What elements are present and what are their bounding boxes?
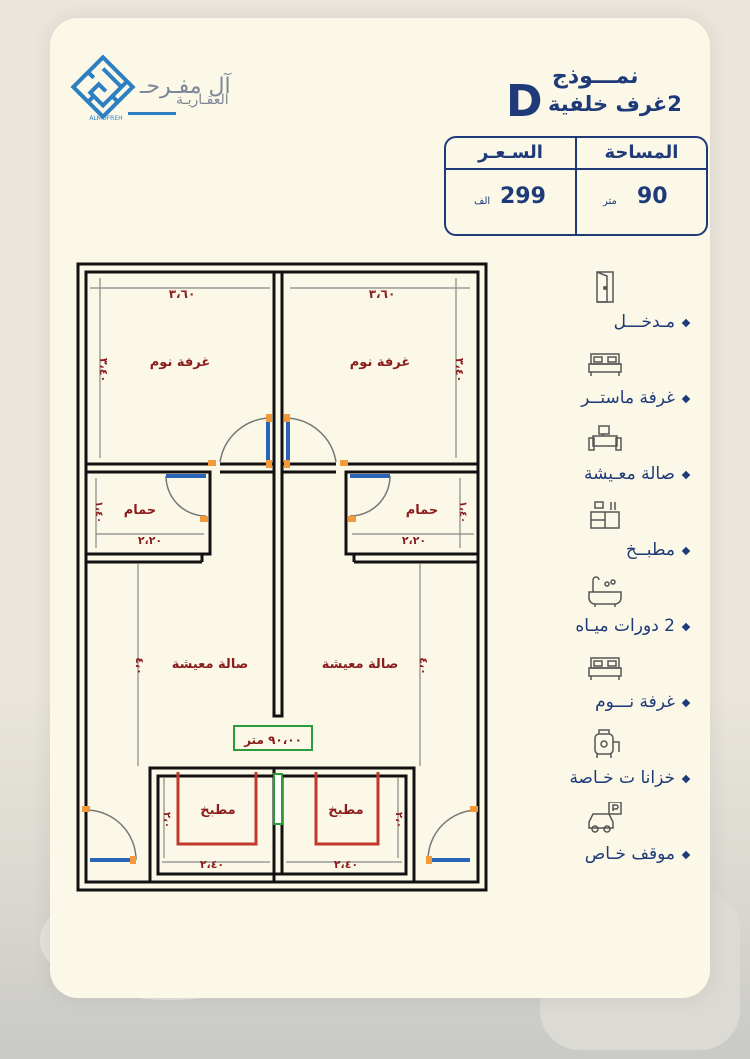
feature-living-room: صالة معـيشة <box>515 422 695 492</box>
living-label-right: صالة معيشة <box>322 657 399 672</box>
dim-kitchen-depth-left: ٢،٠ <box>161 812 172 828</box>
bullet <box>681 318 691 328</box>
model-letter: D <box>506 76 543 127</box>
bullet <box>681 698 691 708</box>
feature-bedroom: غرفة نـــوم <box>515 650 695 720</box>
dim-bedroom-width-right: ٣،٦٠ <box>369 287 396 301</box>
dim-kitchen-width-left: ٢،٤٠ <box>200 858 224 871</box>
dim-bedroom-depth-left: ٣،٤٠ <box>97 358 110 382</box>
kitchen-icon <box>590 501 620 529</box>
feature-parking: موقف خـاص <box>515 802 695 872</box>
area-unit: متر <box>603 196 617 207</box>
door-icon <box>596 271 614 303</box>
bullet <box>681 774 691 784</box>
bullet <box>681 470 691 480</box>
model-subtitle: 2غرف خلفية <box>548 92 682 116</box>
spec-price-column: السـعـر 299 الف <box>446 138 575 234</box>
bathtub-icon <box>588 576 622 607</box>
company-logo: ALMOFREH <box>70 54 136 122</box>
bath-label-left: حمام <box>124 503 157 518</box>
bullet <box>681 850 691 860</box>
area-badge: ٩٠،٠٠ متر <box>243 733 302 747</box>
dim-bedroom-width-left: ٣،٦٠ <box>169 287 196 301</box>
bedroom-label-right: غرفة نوم <box>350 355 410 370</box>
spec-table: المساحة 90 متر السـعـر 299 الف <box>444 136 708 236</box>
bullet <box>681 394 691 404</box>
feature-label: مطبــخ <box>625 540 675 560</box>
brand-underline <box>128 112 176 115</box>
feature-entrance: مـدخـــل <box>515 270 695 340</box>
area-label: المساحة <box>577 138 706 170</box>
feature-label: موقف خـاص <box>584 844 675 864</box>
parking-icon <box>588 802 622 833</box>
feature-label: غرفة نـــوم <box>595 692 675 712</box>
bedroom-label-left: غرفة نوم <box>150 355 210 370</box>
feature-master-room: غرفة ماستــر <box>515 346 695 416</box>
bullet <box>681 622 691 632</box>
bullet <box>681 546 691 556</box>
living-label-left: صالة معيشة <box>172 657 249 672</box>
dim-bedroom-depth-right: ٣،٤٠ <box>453 358 466 382</box>
kitchen-label-right: مطبخ <box>328 803 363 818</box>
spec-area-column: المساحة 90 متر <box>575 138 706 234</box>
feature-label: مـدخـــل <box>613 312 675 332</box>
model-title: نمـــوذج <box>552 64 639 89</box>
dim-living-depth-right: ٤،٠ <box>417 657 430 675</box>
feature-label: 2 دورات ميـاه <box>575 616 675 636</box>
brand-subtitle: العقـاريـة <box>176 92 229 108</box>
sofa-icon <box>588 425 622 451</box>
dim-bath-depth-left: ١،٤٠ <box>93 501 104 523</box>
feature-label: خزانا ت خـاصة <box>569 768 675 788</box>
bath-label-right: حمام <box>406 503 439 518</box>
dim-bath-width-left: ٢،٢٠ <box>138 534 162 547</box>
feature-bathrooms: 2 دورات ميـاه <box>515 574 695 644</box>
brand-name: آل مفـرحـ <box>140 74 231 99</box>
dim-bath-depth-right: ١،٤٠ <box>457 501 468 523</box>
dim-kitchen-depth-right: ٢،٠ <box>393 812 404 828</box>
area-value: 90 <box>637 184 668 209</box>
dim-bath-width-right: ٢،٢٠ <box>402 534 426 547</box>
feature-water-tanks: خزانا ت خـاصة <box>515 726 695 796</box>
price-unit: الف <box>474 196 491 207</box>
dim-living-depth-left: ٤،٠ <box>133 657 146 675</box>
price-value: 299 <box>500 184 546 209</box>
dim-kitchen-width-right: ٢،٤٠ <box>334 858 358 871</box>
feature-label: صالة معـيشة <box>583 464 675 484</box>
logo-text: ALMOFREH <box>89 115 122 122</box>
kitchen-label-left: مطبخ <box>200 803 235 818</box>
feature-label: غرفة ماستــر <box>581 388 675 408</box>
price-label: السـعـر <box>446 138 575 170</box>
feature-kitchen: مطبــخ <box>515 498 695 568</box>
bed-icon <box>588 657 622 680</box>
floor-plan: ٩٠،٠٠ متر غرفة نوم غرفة نوم حمام حمام صا… <box>76 262 488 892</box>
water-tank-icon <box>594 729 620 758</box>
bed-icon <box>588 353 622 376</box>
